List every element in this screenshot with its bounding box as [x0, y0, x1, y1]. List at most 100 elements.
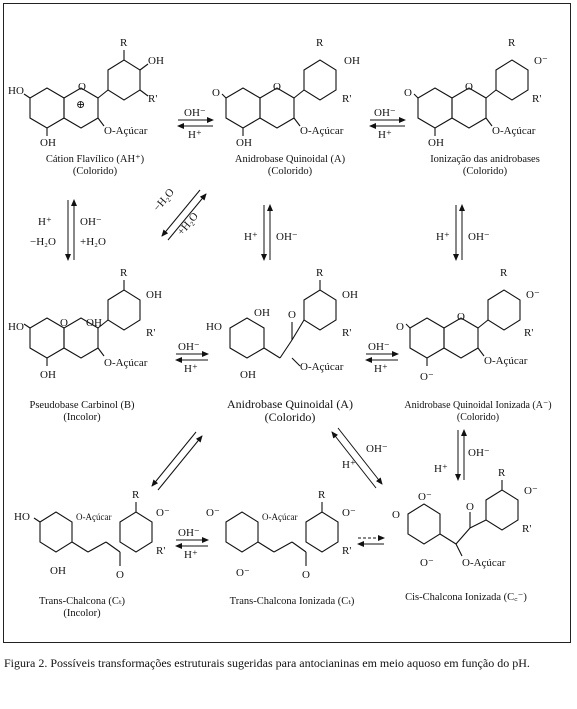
- substituent-r2: R': [146, 327, 155, 339]
- arrow-diag-3: [151, 431, 197, 487]
- phenolate-5: O⁻: [420, 371, 434, 383]
- cond-h-1: H⁺: [188, 129, 202, 141]
- cond-oh-2: OH⁻: [374, 107, 396, 119]
- sugar-group: O-Açúcar: [104, 125, 148, 137]
- substituent-r2: R': [524, 327, 533, 339]
- trans-chalcone-color: (Incolor): [63, 608, 101, 619]
- sugar-group: O-Açúcar: [300, 361, 344, 373]
- hydroxyl-4p: OH: [342, 289, 358, 301]
- trans-chalcone-structure: HO OH O O-Açúcar R O⁻ R': [14, 489, 170, 581]
- arrow-diag-1: [161, 189, 201, 237]
- anhydrobase-ion-label: Ionização das anidrobases: [430, 154, 540, 165]
- substituent-r2: R': [522, 523, 531, 535]
- cond-oh-7: OH⁻: [368, 341, 390, 353]
- anhydrobase-color: (Colorido): [268, 166, 313, 177]
- phenolate-4p: O⁻: [524, 485, 538, 497]
- cond-h-4: H⁺: [244, 231, 258, 243]
- phenolate-4p: O⁻: [156, 507, 170, 519]
- anhydrobase-ionized-structure: O O O⁻ R O⁻ R' O-Açúcar: [396, 267, 540, 383]
- ring-oxygen: O: [465, 81, 473, 93]
- keto-oxygen: O: [288, 309, 296, 321]
- anhydrobase-structure: O O OH R OH R' O-Açúcar: [212, 37, 360, 149]
- hydroxyl-5: OH: [40, 137, 56, 149]
- trans-chalcone-label: Trans-Chalcona (Cₜ): [39, 596, 125, 607]
- cond-oh-4: OH⁻: [276, 231, 298, 243]
- substituent-r: R: [120, 267, 128, 279]
- anhydrobase-ionized-label: Anidrobase Quinoidal Ionizada (A⁻): [404, 400, 551, 411]
- substituent-r: R: [120, 37, 128, 49]
- cond-oh-5: OH⁻: [468, 231, 490, 243]
- arrow-diag-5: [337, 427, 383, 485]
- keto-oxygen: O: [212, 87, 220, 99]
- phenolate-a: O⁻: [418, 491, 432, 503]
- trans-chalcone-ion-label: Trans-Chalcona Ionizada (Cₜ): [230, 596, 355, 607]
- cond-oh-9: OH⁻: [468, 447, 490, 459]
- figure-frame: [3, 3, 571, 643]
- keto-oxygen: O: [466, 501, 474, 513]
- sugar-group: O-Açúcar: [484, 355, 528, 367]
- substituent-r: R: [318, 489, 326, 501]
- ring-oxygen: O: [273, 81, 281, 93]
- cond-minus-h2o-2: −H₂O: [151, 186, 177, 214]
- hydroxyl-4p: OH: [344, 55, 360, 67]
- substituent-r2: R': [342, 327, 351, 339]
- substituent-r: R: [500, 267, 508, 279]
- anhydrobase-open-label: Anidrobase Quinoidal (A): [227, 397, 353, 411]
- trans-chalcone-ion-structure: O⁻ O⁻ O O-Açúcar R O⁻ R': [206, 489, 356, 581]
- keto-oxygen: O: [116, 569, 124, 581]
- reaction-scheme: O ⊕ HO OH R OH R' O-Açúcar Cátion Flavíl…: [8, 37, 552, 619]
- keto-oxygen: O: [404, 87, 412, 99]
- flavylium-color: (Colorido): [73, 166, 118, 177]
- substituent-r: R: [498, 467, 506, 479]
- anhydrobase-open-structure: HO OH O OH R OH R' O-Açúcar: [206, 267, 358, 381]
- phenolate-4p: O⁻: [526, 289, 540, 301]
- hydroxyl-7: HO: [8, 321, 24, 333]
- sugar-group: O-Açúcar: [104, 357, 148, 369]
- hydroxyl-a: HO: [206, 321, 222, 333]
- hydroxyl-5: OH: [428, 137, 444, 149]
- ring-oxygen: O: [60, 317, 68, 329]
- anhydrobase-ionized-color: (Colorido): [457, 412, 499, 423]
- cond-h-5: H⁺: [436, 231, 450, 243]
- hydroxyl-4p: OH: [146, 289, 162, 301]
- carbinol-structure: HO O OH OH R OH R' O-Açúcar: [8, 267, 162, 381]
- arrow-diag-2: [167, 193, 207, 241]
- phenolate-b: O⁻: [236, 567, 250, 579]
- cond-oh-10: OH⁻: [178, 527, 200, 539]
- keto-oxygen: O: [396, 321, 404, 333]
- flavylium-label: Cátion Flavílico (AH⁺): [46, 154, 145, 165]
- substituent-r2: R': [342, 93, 351, 105]
- phenolate-b: O⁻: [420, 557, 434, 569]
- cond-h-6: H⁺: [184, 363, 198, 375]
- sugar-group: O-Açúcar: [462, 557, 506, 569]
- substituent-r2: R': [532, 93, 541, 105]
- substituent-r: R: [132, 489, 140, 501]
- hydroxyl-5: OH: [40, 369, 56, 381]
- sugar-group: O-Açúcar: [76, 512, 111, 522]
- arrow-diag-6: [331, 431, 377, 489]
- cond-plus-h2o-2: +H₂O: [175, 210, 201, 238]
- ring-oxygen: O: [78, 81, 86, 93]
- cis-chalcone-ion-label: Cis-Chalcona Ionizada (C꜀⁻): [405, 592, 527, 603]
- substituent-r: R: [508, 37, 516, 49]
- plus-charge: ⊕: [76, 99, 85, 111]
- hydroxyl-5: OH: [236, 137, 252, 149]
- cond-minus-h2o: −H₂O: [30, 236, 56, 248]
- ring-oxygen: O: [457, 311, 465, 323]
- anhydrobase-open-color: (Colorido): [265, 410, 316, 424]
- substituent-r2: R': [156, 545, 165, 557]
- substituent-r2: R': [342, 545, 351, 557]
- sugar-group: O-Açúcar: [262, 512, 297, 522]
- carbinol-color: (Incolor): [63, 412, 101, 423]
- hydroxyl-7: HO: [8, 85, 24, 97]
- phenolate-4p: O⁻: [342, 507, 356, 519]
- cond-plus-h2o: +H₂O: [80, 236, 106, 248]
- hemiketal-oh: OH: [86, 317, 102, 329]
- cond-h-10: H⁺: [184, 549, 198, 561]
- flavylium-cation-structure: O ⊕ HO OH R OH R' O-Açúcar: [8, 37, 164, 149]
- cond-h-8: H⁺: [342, 459, 356, 471]
- hydroxyl-b: OH: [50, 565, 66, 577]
- cond-h-2: H⁺: [378, 129, 392, 141]
- cis-chalcone-ion-structure: O O⁻ O⁻ O R O⁻ R' O-Açúcar: [392, 467, 538, 569]
- cond-h-7: H⁺: [374, 363, 388, 375]
